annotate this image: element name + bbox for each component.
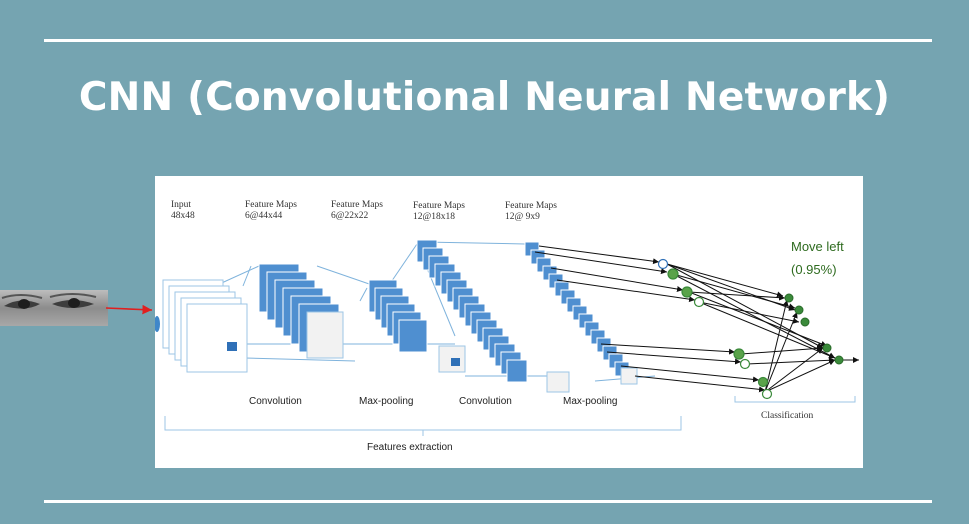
fm2-size: 6@22x22 — [331, 211, 368, 221]
input-label: Input — [171, 200, 191, 210]
flatten-arrows — [534, 245, 766, 393]
fm3-size: 12@18x18 — [413, 212, 455, 222]
features-extraction-label: Features extraction — [367, 442, 453, 453]
classification-bracket — [734, 396, 856, 403]
top-divider — [44, 39, 932, 42]
fm1-label: Feature Maps — [245, 200, 297, 210]
slide-title: CNN (Convolutional Neural Network) — [78, 75, 891, 120]
layer-labels: Input 48x48 Feature Maps 6@44x44 Feature… — [171, 200, 557, 222]
prediction-label: Move left — [791, 239, 844, 254]
features-extraction-bracket — [164, 416, 682, 436]
fm4-label: Feature Maps — [505, 201, 557, 211]
input-layer-stack — [155, 279, 248, 373]
max-pooling-1-label: Max-pooling — [359, 396, 413, 407]
input-arrow — [105, 304, 153, 315]
feature-maps-6-44x44 — [258, 263, 344, 359]
prediction-value: (0.95%) — [791, 262, 837, 277]
fm2-label: Feature Maps — [331, 200, 383, 210]
cnn-diagram-panel: Input 48x48 Feature Maps 6@44x44 Feature… — [155, 176, 863, 468]
feature-maps-12-18x18 — [416, 239, 570, 393]
fm3-label: Feature Maps — [413, 201, 465, 211]
output-nodes — [784, 293, 844, 365]
classification-arrows — [666, 263, 859, 393]
eyes-input-image — [0, 290, 108, 326]
max-pooling-2-label: Max-pooling — [563, 396, 617, 407]
bottom-divider — [44, 500, 932, 503]
feature-maps-6-22x22 — [368, 279, 466, 373]
fm4-size: 12@ 9x9 — [505, 212, 540, 222]
classification-label: Classification — [761, 410, 813, 421]
convolution-1-label: Convolution — [249, 396, 302, 407]
convolution-2-label: Convolution — [459, 396, 512, 407]
dense-layer-nodes — [657, 258, 773, 400]
input-size: 48x48 — [171, 211, 195, 221]
feature-maps-12-9x9 — [524, 241, 638, 385]
fm1-size: 6@44x44 — [245, 211, 282, 221]
